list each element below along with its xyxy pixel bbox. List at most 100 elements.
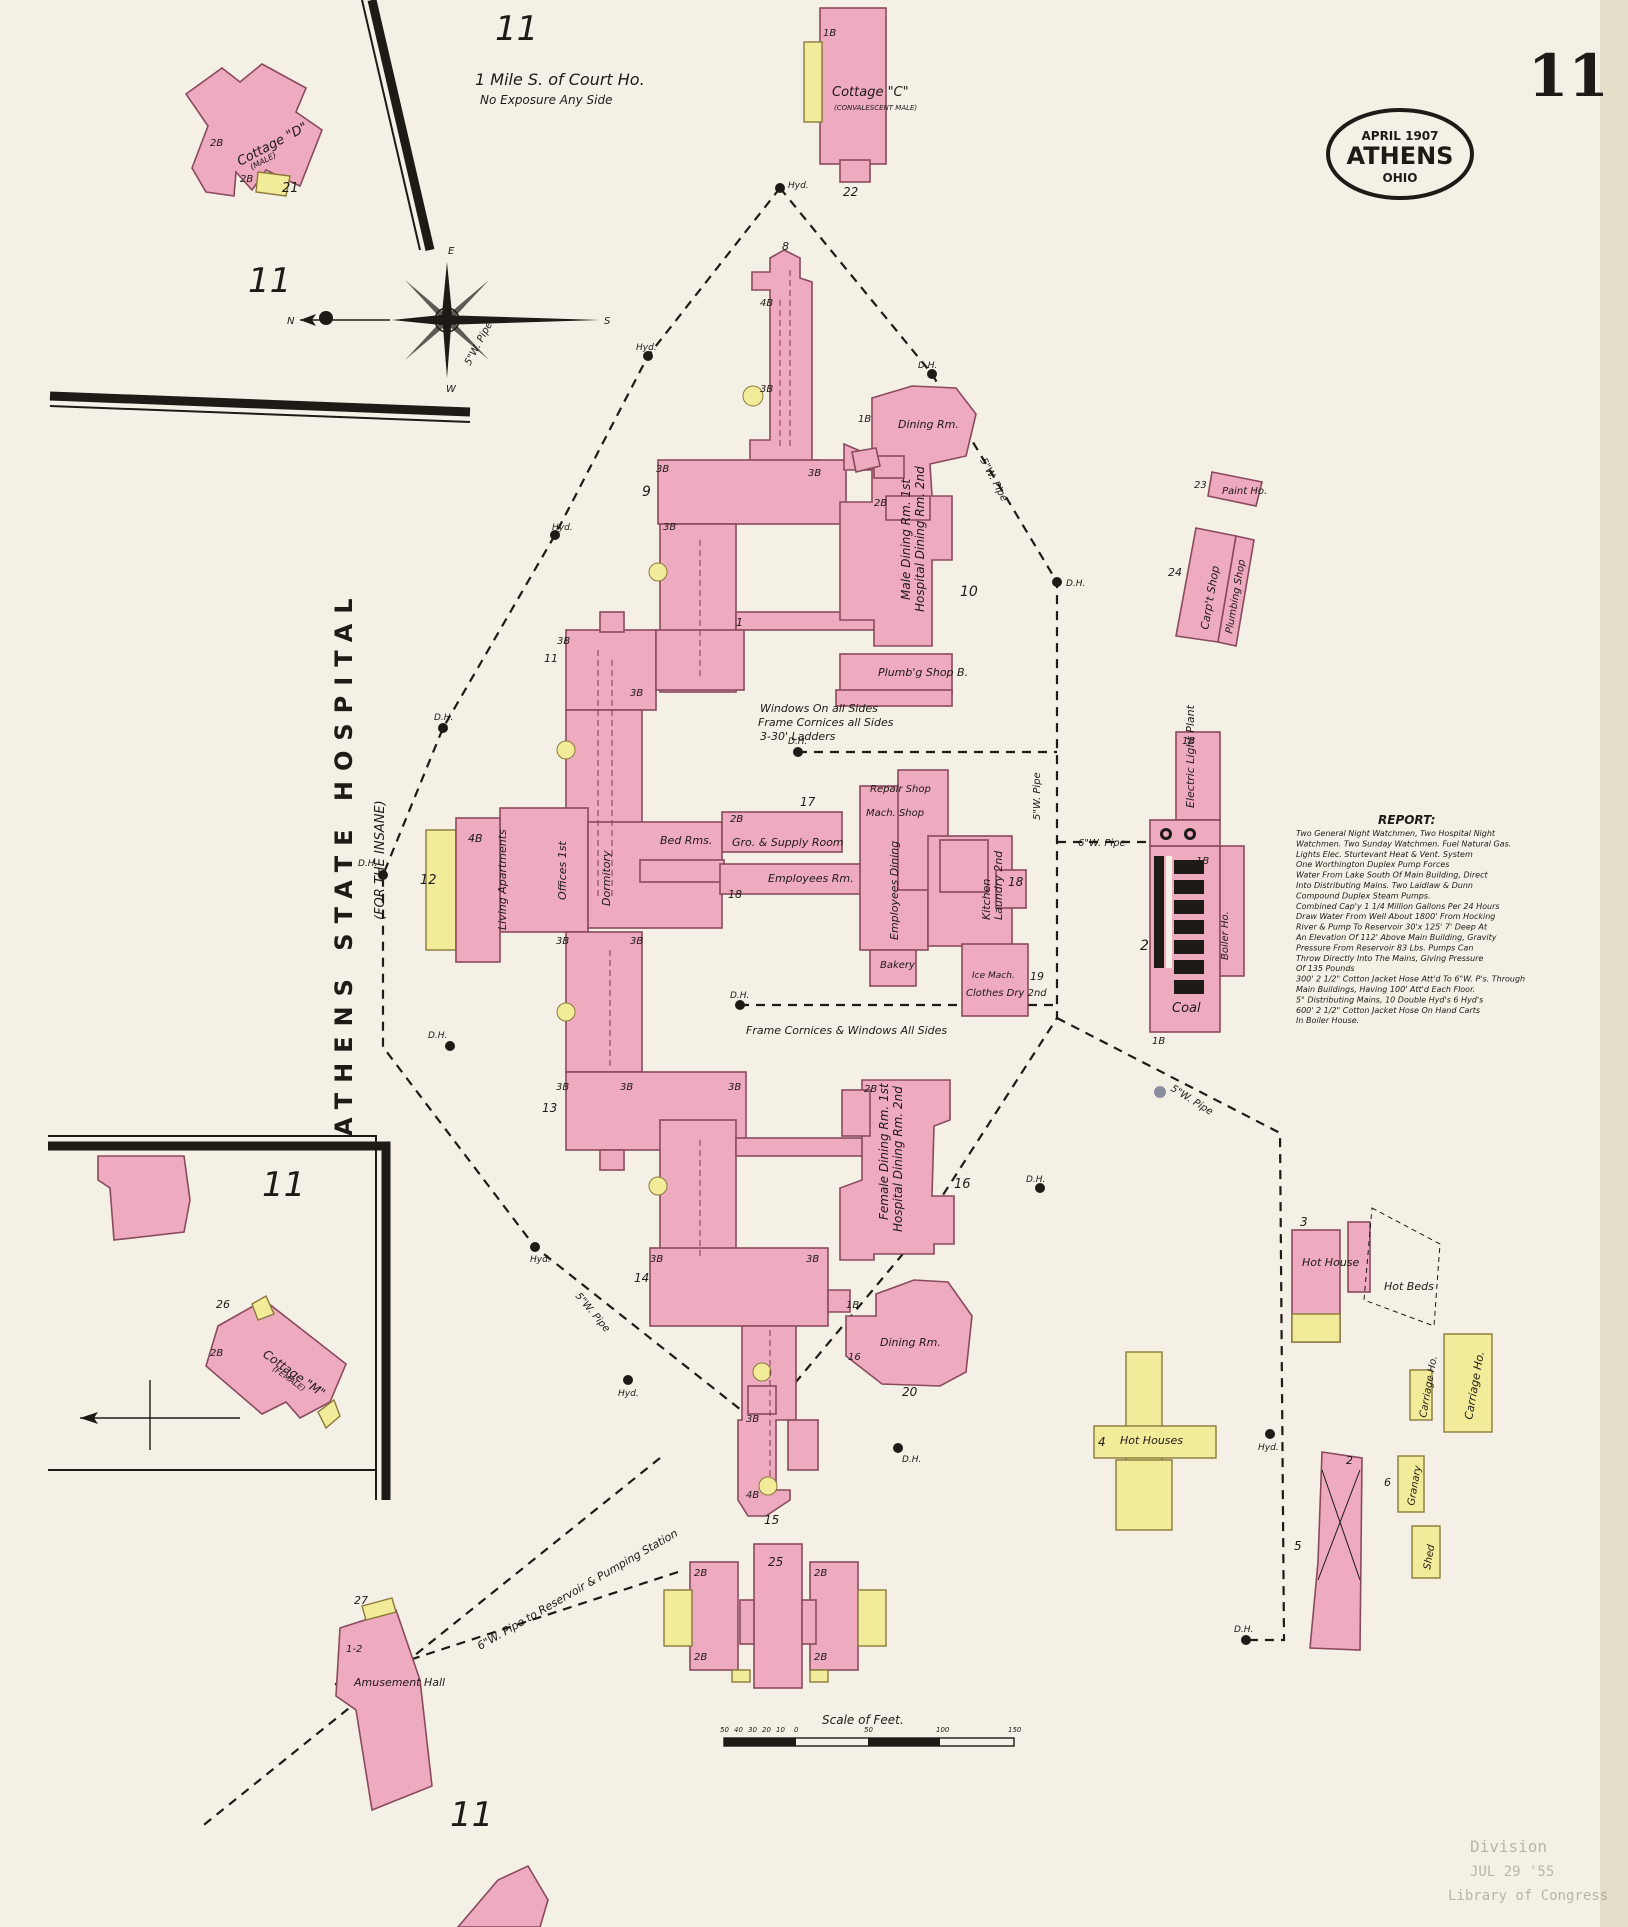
building-25-stories-3: 2B — [694, 1652, 707, 1663]
wing-stories: 3B — [557, 636, 570, 647]
report-line: River & Pump To Reservoir 30'x 125' 7' D… — [1296, 923, 1488, 932]
scale-tick: 30 — [748, 1726, 757, 1734]
hydrant-label: D.H. — [902, 1455, 921, 1465]
frame-cornices-note: Frame Cornices all Sides — [758, 716, 894, 729]
hydrant — [550, 530, 560, 540]
coal-stories: 1B — [1152, 1036, 1165, 1047]
report-line: 300' 2 1/2" Cotton Jacket Hose Att'd To … — [1296, 975, 1525, 984]
hydrant — [530, 1242, 540, 1252]
main-complex-labels: 8 4B 3B 3B 3B 9 3B 1 1B Dining Rm. 2B Ma… — [420, 240, 1047, 1527]
cottage-d-stories-2: 2B — [240, 174, 253, 185]
state-name: OHIO — [1383, 171, 1418, 185]
pipe-label-3: 5"W. Pipe — [1032, 772, 1043, 820]
paint-ho-number: 23 — [1194, 480, 1207, 491]
scale-tick: 100 — [936, 1726, 950, 1734]
windows-all-sides-note: Windows On all Sides — [760, 702, 878, 715]
male-dining-label: Male Dining Rm. 1st — [899, 478, 913, 600]
adjoining-sheet-label-4: 11 — [450, 1795, 493, 1835]
wing-number: 15 — [764, 1513, 779, 1527]
report-line: Draw Water From Well About 1800' From Ho… — [1296, 912, 1495, 921]
wing-stories: 3B — [728, 1082, 741, 1093]
hydrant-label: Hyd. — [788, 181, 809, 191]
hydrant — [1241, 1635, 1251, 1645]
ladders-note: 3-30' Ladders — [760, 730, 836, 743]
wing-stories: 3B — [806, 1254, 819, 1265]
dormitory-label: Dormitory — [600, 850, 613, 906]
scale-tick: 40 — [734, 1726, 743, 1734]
female-dining-stories: 2B — [864, 1084, 877, 1095]
report-line: Main Buildings, Having 100' Att'd Each F… — [1296, 985, 1475, 994]
hydrant — [793, 747, 803, 757]
boiler-number: 2 — [1140, 938, 1149, 954]
report-line: Lights Elec. Sturtevant Heat & Vent. Sys… — [1296, 850, 1473, 859]
compass-north: N — [287, 316, 295, 327]
male-hospital-dining-label: Hospital Dining Rm. 2nd — [913, 466, 927, 612]
report-title: REPORT: — [1378, 813, 1435, 827]
hydrants: Hyd. Hyd. Hyd. D.H. D.H. D.H. Hyd. Hyd. … — [358, 181, 1279, 1645]
cottage-d-building: Cottage "D" (MALE) 2B 2B 21 — [184, 63, 323, 197]
wing-stories: 3B — [556, 1082, 569, 1093]
stamp-line-3: Library of Congress — [1448, 1888, 1608, 1904]
hydrant-label: D.H. — [788, 737, 807, 747]
adjoining-area-top-left: 11 11 1 Mile S. of Court Ho. No Exposure… — [49, 0, 645, 423]
wing-stories: 3B — [746, 1414, 759, 1425]
laundry-number: 18 — [1008, 875, 1024, 889]
wing-stories: 3B — [656, 464, 669, 475]
frame-cornices-windows-note: Frame Cornices & Windows All Sides — [746, 1024, 947, 1037]
electric-light-plant-label: Electric Light Plant — [1184, 704, 1197, 808]
amusement-hall-stories: 1-2 — [346, 1644, 362, 1655]
scale-bar: Scale of Feet. 50 40 30 20 10 0 50 100 1… — [720, 1713, 1022, 1747]
report-line: An Elevation Of 112' Above Main Building… — [1295, 933, 1497, 942]
report-line: Two General Night Watchmen, Two Hospital… — [1296, 829, 1496, 838]
hydrant — [927, 369, 937, 379]
mach-shop-label: Mach. Shop — [866, 808, 924, 819]
hot-house-group: Hot House 3 Hot Beds — [1291, 1207, 1441, 1343]
hydrant — [643, 351, 653, 361]
institution-subtitle: (FOR THE INSANE) — [373, 800, 388, 920]
hot-house-number: 3 — [1300, 1215, 1308, 1229]
hydrant-label: Hyd. — [636, 343, 657, 353]
cottage-c-stories: 1B — [823, 28, 836, 39]
carriage-house-group: 2 5 Carriage Ho. Carriage Ho. Granary 6 … — [1294, 1333, 1493, 1651]
wing-number: 16 — [954, 1177, 971, 1192]
hydrant-label: Hyd. — [618, 1389, 639, 1399]
library-stamp: Division JUL 29 '55 Library of Congress — [1448, 1837, 1608, 1904]
boiler-stories: 1B — [1196, 856, 1209, 867]
hydrant-label: D.H. — [1066, 579, 1085, 589]
bakery-label: Bakery — [880, 960, 916, 971]
hydrant-label: Hyd. — [552, 523, 573, 533]
dining-number-20: 20 — [902, 1385, 918, 1399]
ice-mach-label: Ice Mach. — [972, 971, 1015, 981]
report-line: Compound Duplex Steam Pumps. — [1296, 891, 1431, 900]
laundry-label: Laundry 2nd — [992, 850, 1005, 920]
clothes-dry-number: 19 — [1030, 970, 1044, 983]
sheet-date: APRIL 1907 — [1361, 129, 1438, 143]
coal-label: Coal — [1172, 1001, 1201, 1016]
adjoining-sheet-label-3: 11 — [262, 1165, 305, 1205]
hot-beds-label: Hot Beds — [1384, 1280, 1434, 1293]
admin-number: 12 — [420, 873, 437, 888]
cottage-m-stories: 2B — [210, 1348, 223, 1359]
report-line: 5" Distributing Mains, 10 Double Hyd's 6… — [1296, 995, 1483, 1004]
hydrant — [445, 1041, 455, 1051]
cottage-d-number: 21 — [282, 181, 299, 196]
amusement-hall-building: 1-2 Amusement Hall 27 — [335, 1594, 445, 1812]
wing-stories: 3B — [630, 688, 643, 699]
cottage-c-number: 22 — [843, 185, 858, 199]
amusement-hall-number: 27 — [354, 1594, 368, 1607]
city-name: ATHENS — [1347, 142, 1454, 170]
wing-stories: 3B — [620, 1082, 633, 1093]
adjoining-sheet-label-2: 11 — [248, 261, 291, 301]
bed-rms-label: Bed Rms. — [660, 834, 712, 847]
building-25-number: 25 — [768, 1555, 783, 1569]
gro-supply-label: Gro. & Supply Room — [732, 836, 844, 849]
wing-stories: 4B — [746, 1490, 759, 1501]
carpt-shop-number: 24 — [1168, 566, 1182, 579]
report-lines: Two General Night Watchmen, Two Hospital… — [1295, 829, 1525, 1025]
dining-rm-label: Dining Rm. — [898, 418, 959, 431]
hydrant — [1265, 1429, 1275, 1439]
page-number: 11 — [1528, 42, 1609, 110]
cottage-c-building: Cottage "C" (CONVALESCENT MALE) 1B 22 — [803, 7, 917, 199]
dining-stories: 2B — [874, 498, 887, 509]
